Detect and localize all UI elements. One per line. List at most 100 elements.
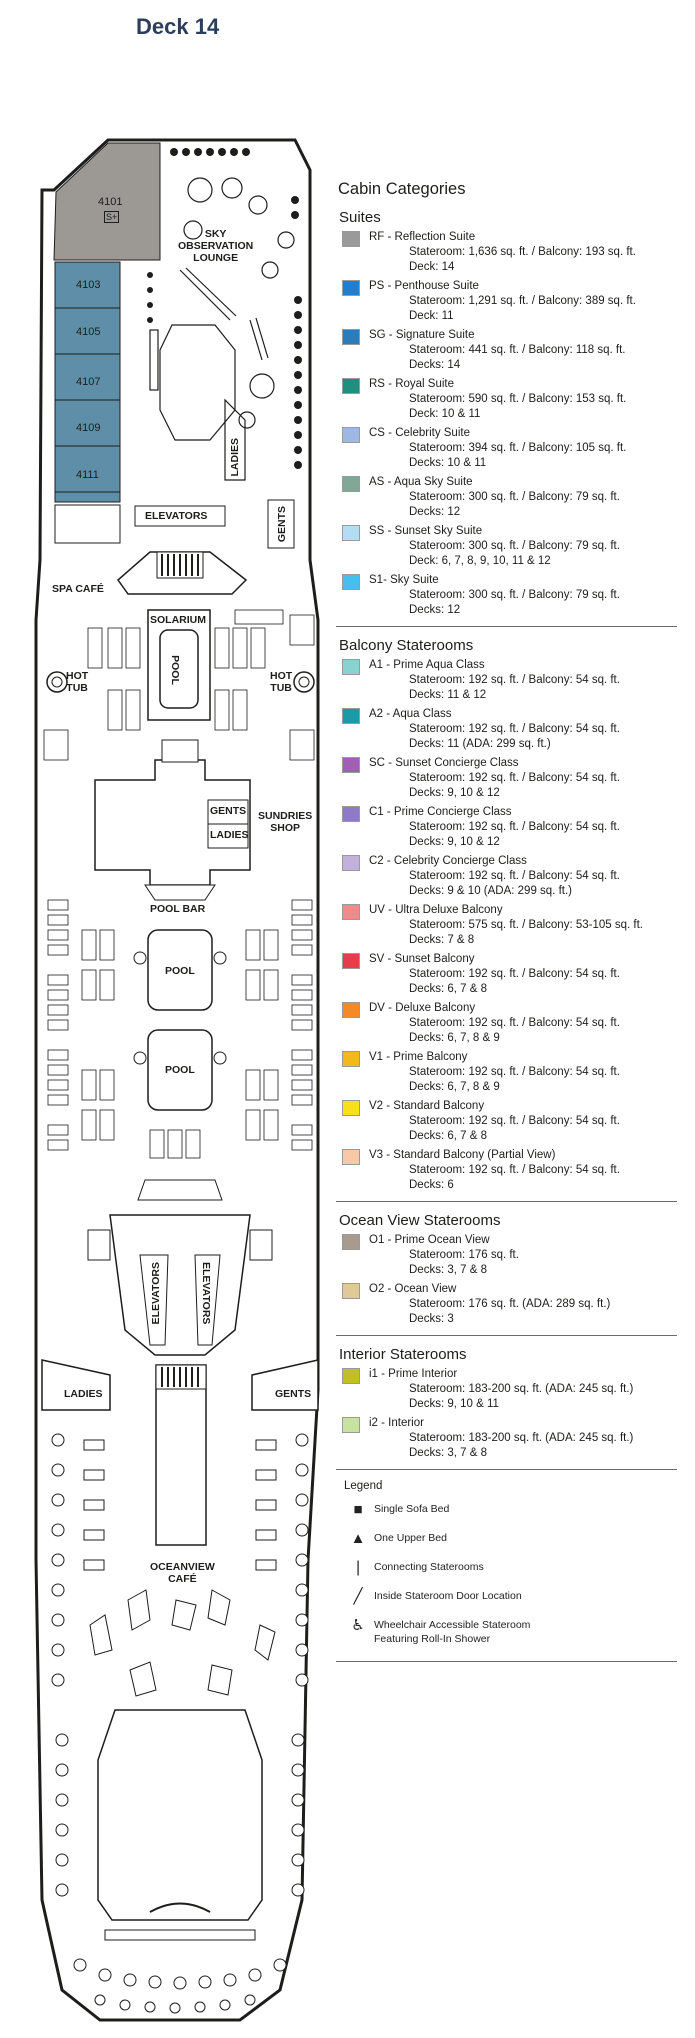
deck-plan-map: 4101 S+ 4103 4105 4107 4109 4111 SKY OBS… bbox=[0, 0, 335, 2038]
category-detail: Decks: 6, 7, 8 & 9 bbox=[409, 1032, 500, 1044]
category-color-swatch bbox=[342, 1234, 360, 1250]
category-detail: Stateroom: 183-200 sq. ft. (ADA: 245 sq.… bbox=[409, 1383, 634, 1395]
section-divider bbox=[336, 626, 677, 627]
cabin-4105-label: 4105 bbox=[76, 326, 101, 338]
category-detail: Stateroom: 192 sq. ft. / Balcony: 54 sq.… bbox=[409, 1164, 620, 1176]
category-name: V1 - Prime Balcony bbox=[369, 1051, 468, 1063]
category-detail: Decks: 10 & 11 bbox=[409, 457, 487, 469]
category-detail: Deck: 14 bbox=[409, 261, 455, 273]
ladies-fwd-label: LADIES bbox=[229, 438, 241, 477]
category-detail: Deck: 6, 7, 8, 9, 10, 11 & 12 bbox=[409, 555, 551, 567]
cafe-tables bbox=[51, 1433, 309, 1697]
vertical-bar-icon: ❘ bbox=[351, 1559, 365, 1576]
pool-bar-label: POOL BAR bbox=[150, 903, 206, 915]
elevators-fwd-label: ELEVATORS bbox=[145, 510, 208, 522]
category-detail: Decks: 6, 7 & 8 bbox=[409, 983, 487, 995]
mid-elevator-lobby bbox=[109, 1214, 251, 1356]
cabin-4111-label: 4111 bbox=[76, 469, 99, 481]
category-detail: Decks: 11 & 12 bbox=[409, 689, 487, 701]
category-name: RF - Reflection Suite bbox=[369, 231, 476, 243]
category-detail: Stateroom: 176 sq. ft. bbox=[409, 1249, 519, 1261]
category-detail: Decks: 6 bbox=[409, 1179, 454, 1191]
category-detail: Stateroom: 300 sq. ft. / Balcony: 79 sq.… bbox=[409, 540, 620, 552]
key-title: Legend bbox=[344, 1480, 383, 1492]
lounge-chairs-dots bbox=[147, 148, 302, 469]
category-name: V3 - Standard Balcony (Partial View) bbox=[369, 1149, 556, 1161]
category-name: SC - Sunset Concierge Class bbox=[369, 757, 519, 769]
category-color-swatch bbox=[342, 329, 360, 345]
category-detail: Decks: 3, 7 & 8 bbox=[409, 1264, 487, 1276]
key-item: ╱Inside Stateroom Door Location bbox=[336, 1589, 681, 1604]
reflection-suite-area bbox=[53, 142, 161, 261]
ladies-aft-label: LADIES bbox=[64, 1388, 103, 1400]
signature-suite-cabins bbox=[54, 261, 121, 503]
sky-observation-lounge-label: SKY OBSERVATION LOUNGE bbox=[178, 228, 254, 264]
cabin-4107-label: 4107 bbox=[76, 376, 101, 388]
category-detail: Stateroom: 590 sq. ft. / Balcony: 153 sq… bbox=[409, 393, 627, 405]
category-detail: Decks: 12 bbox=[409, 506, 461, 518]
category-name: S1- Sky Suite bbox=[369, 574, 439, 586]
pool-2-label: POOL bbox=[165, 1064, 195, 1076]
section-title: Suites bbox=[339, 209, 381, 226]
category-detail: Stateroom: 192 sq. ft. / Balcony: 54 sq.… bbox=[409, 674, 620, 686]
category-detail: Stateroom: 183-200 sq. ft. (ADA: 245 sq.… bbox=[409, 1432, 634, 1444]
triangle-icon: ▲ bbox=[350, 1530, 366, 1547]
key-label: Inside Stateroom Door Location bbox=[374, 1590, 522, 1602]
key-label: One Upper Bed bbox=[374, 1532, 447, 1544]
wheelchair-icon: ♿ bbox=[351, 1617, 365, 1634]
category-detail: Stateroom: 300 sq. ft. / Balcony: 79 sq.… bbox=[409, 491, 620, 503]
category-name: A1 - Prime Aqua Class bbox=[369, 659, 485, 671]
oceanview-cafe-label: OCEANVIEW CAFÉ bbox=[150, 1561, 215, 1585]
category-color-swatch bbox=[342, 231, 360, 247]
category-color-swatch bbox=[342, 1002, 360, 1018]
hot-tub-right-label: HOT TUB bbox=[270, 670, 293, 694]
pool-bar bbox=[144, 884, 216, 901]
category-color-swatch bbox=[342, 574, 360, 590]
category-color-swatch bbox=[342, 757, 360, 773]
cabin-4109-label: 4109 bbox=[76, 422, 101, 434]
category-detail: Stateroom: 192 sq. ft. / Balcony: 54 sq.… bbox=[409, 772, 620, 784]
category-color-swatch bbox=[342, 525, 360, 541]
category-name: AS - Aqua Sky Suite bbox=[369, 476, 473, 488]
category-detail: Decks: 9, 10 & 12 bbox=[409, 787, 500, 799]
category-name: CS - Celebrity Suite bbox=[369, 427, 470, 439]
category-detail: Stateroom: 192 sq. ft. / Balcony: 54 sq.… bbox=[409, 1017, 620, 1029]
category-color-swatch bbox=[342, 1283, 360, 1299]
cabin-4101-label: 4101 bbox=[98, 196, 123, 208]
category-detail: Decks: 9, 10 & 12 bbox=[409, 836, 500, 848]
key-item: ▲ One Upper Bed bbox=[336, 1530, 681, 1547]
category-detail: Stateroom: 575 sq. ft. / Balcony: 53-105… bbox=[409, 919, 643, 931]
category-detail: Decks: 9, 10 & 11 bbox=[409, 1398, 499, 1410]
category-name: SV - Sunset Balcony bbox=[369, 953, 475, 965]
solarium-pool-label: POOL bbox=[168, 655, 181, 685]
aft-dining-tables bbox=[55, 1733, 305, 2014]
pool-1-label: POOL bbox=[165, 965, 195, 977]
key-item: ♿Wheelchair Accessible Stateroom Featuri… bbox=[336, 1618, 681, 1646]
category-color-swatch bbox=[342, 280, 360, 296]
key-label: Connecting Staterooms bbox=[374, 1561, 484, 1573]
section-title: Balcony Staterooms bbox=[339, 637, 474, 654]
section-divider bbox=[336, 1335, 677, 1336]
category-detail: Decks: 6, 7, 8 & 9 bbox=[409, 1081, 500, 1093]
elevators-mid-right-label: ELEVATORS bbox=[200, 1262, 212, 1325]
pool-deck-loungers bbox=[47, 899, 313, 1159]
category-detail: Decks: 6, 7 & 8 bbox=[409, 1130, 487, 1142]
gents-aft-label: GENTS bbox=[275, 1388, 312, 1400]
